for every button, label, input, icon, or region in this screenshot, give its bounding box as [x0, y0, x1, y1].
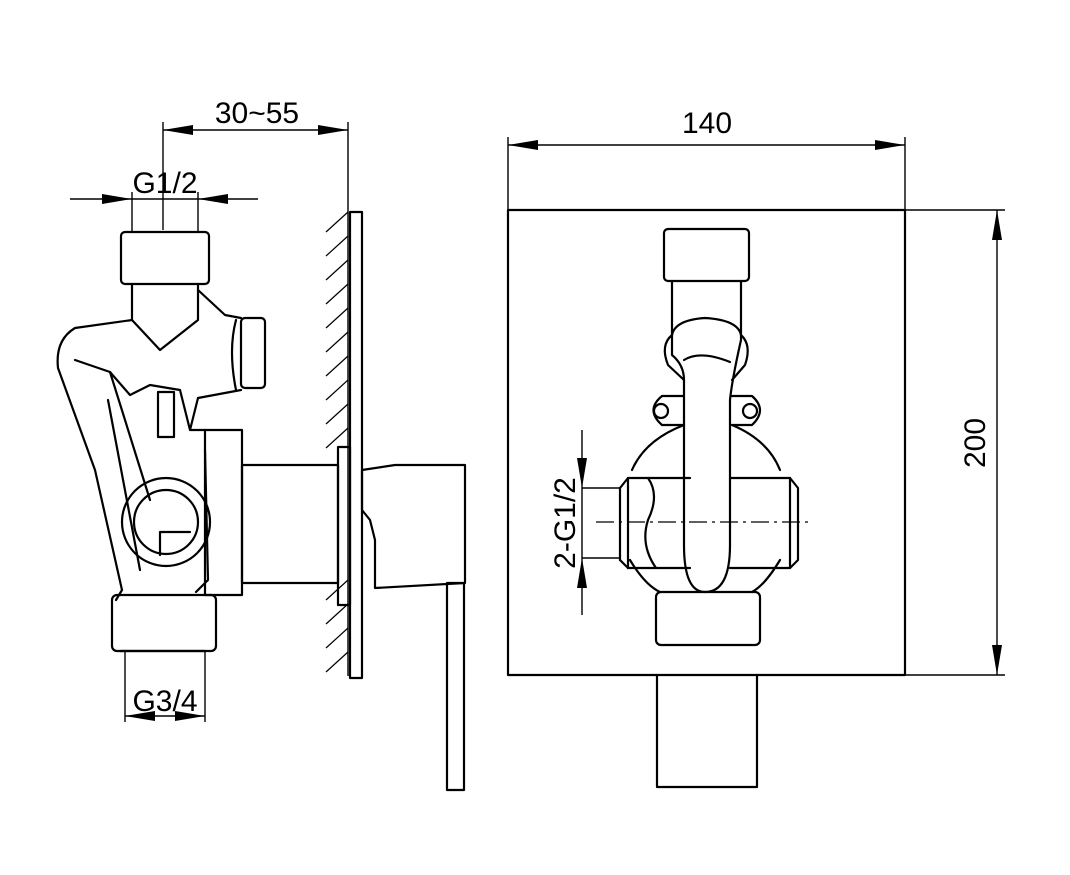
u-pipe — [670, 316, 743, 594]
dim-wall-depth-label: 30~55 — [215, 97, 299, 130]
valve-body-side — [56, 318, 243, 602]
saddle-bracket — [663, 333, 749, 382]
dim-wall-depth: 30~55 — [162, 97, 349, 230]
lever-handle-front — [655, 673, 759, 789]
lever-stem — [445, 581, 466, 792]
dim-side-ports-label: 2-G1/2 — [549, 477, 582, 569]
dim-plate-height-label: 200 — [959, 418, 992, 468]
body-flange — [203, 428, 244, 597]
round-port-outer — [120, 476, 212, 568]
front-valve-body — [628, 423, 782, 594]
wall-hatching — [325, 211, 349, 676]
body-slot — [156, 390, 176, 439]
dim-plate-width-label: 140 — [682, 107, 732, 140]
dim-plate-width: 140 — [507, 107, 906, 210]
front-bottom-outlet — [654, 590, 762, 647]
dim-side-ports: 2-G1/2 — [549, 430, 620, 615]
front-top-inlet — [662, 227, 751, 283]
cover-plate-side — [348, 210, 364, 680]
top-inlet-thread — [119, 230, 211, 286]
dim-top-inlet: G1/2 — [70, 167, 258, 232]
front-view: 140 200 2-G1/2 — [506, 107, 1005, 789]
dim-top-inlet-label: G1/2 — [132, 167, 197, 200]
dim-bottom-outlet: G3/4 — [124, 651, 206, 722]
screw-hole-left — [652, 402, 670, 420]
side-port-right — [728, 476, 800, 570]
dim-bottom-outlet-label: G3/4 — [132, 685, 197, 718]
bottom-outlet-thread — [110, 593, 218, 653]
side-port-left — [618, 476, 692, 570]
cartridge-neck — [240, 463, 340, 585]
lever-handle-side — [360, 463, 467, 590]
side-port — [239, 316, 267, 390]
cover-plate-front — [506, 208, 907, 677]
top-stem — [130, 282, 200, 352]
screw-hole-right — [741, 402, 759, 420]
dim-plate-height: 200 — [905, 209, 1005, 676]
side-view: 30~55 G1/2 G3/4 — [56, 97, 467, 792]
round-port-inner — [132, 488, 200, 556]
